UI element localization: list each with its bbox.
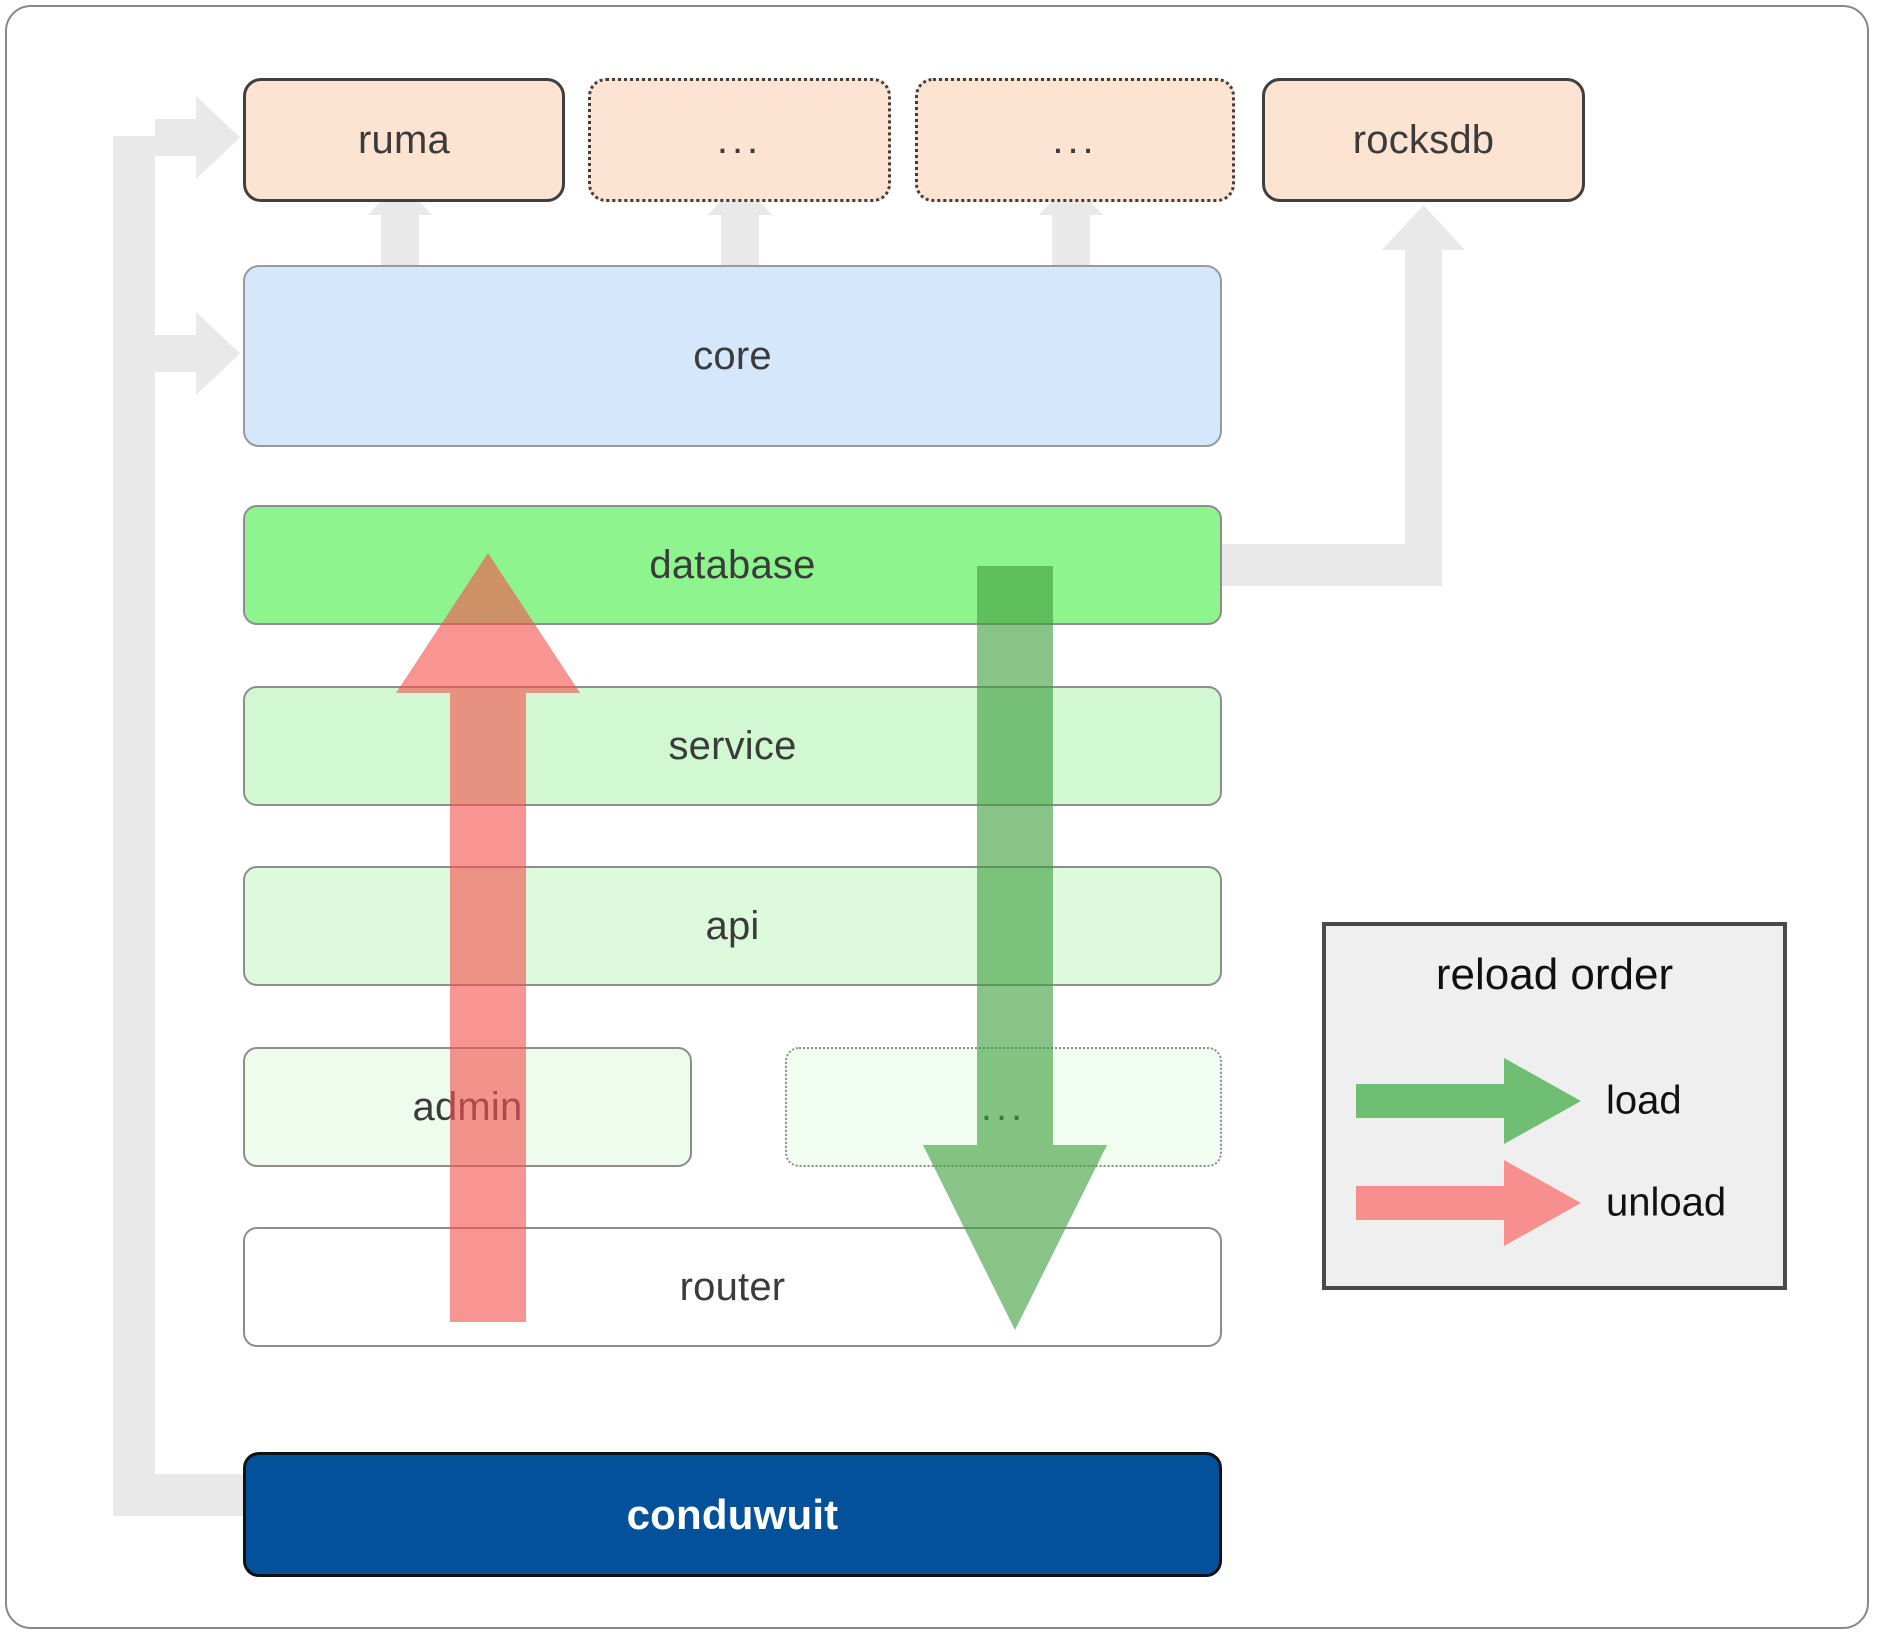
legend-label-unload: unload [1606,1180,1727,1225]
legend-unload-arrow-icon [1356,1160,1581,1246]
dependency-label-placeholder-1: ... [716,117,763,162]
layer-label-placeholder: ... [980,1084,1027,1129]
layer-box-admin[interactable]: admin [243,1047,692,1167]
layer-box-router[interactable]: router [243,1227,1222,1347]
legend-row-unload: unload [1326,1158,1783,1248]
layer-label-api: api [705,903,760,948]
layer-box-api[interactable]: api [243,866,1222,986]
legend-row-load: load [1326,1056,1783,1146]
dependency-label-ruma: ruma [358,117,450,162]
core-box[interactable]: core [243,265,1222,447]
legend-panel: reload order load unload [1322,922,1787,1290]
dependency-label-rocksdb: rocksdb [1352,117,1495,162]
layer-box-service[interactable]: service [243,686,1222,806]
dependency-box-placeholder-2[interactable]: ... [915,78,1235,202]
diagram-frame [5,5,1869,1629]
legend-label-load: load [1606,1078,1682,1123]
layer-label-admin: admin [412,1084,523,1129]
dependency-box-ruma[interactable]: ruma [243,78,565,202]
layer-label-service: service [668,723,797,768]
layer-box-database[interactable]: database [243,505,1222,625]
dependency-label-placeholder-2: ... [1052,117,1098,162]
core-label: core [693,333,772,378]
dependency-box-rocksdb[interactable]: rocksdb [1262,78,1585,202]
app-label-conduwuit: conduwuit [626,1490,839,1538]
layer-label-router: router [679,1264,786,1309]
dependency-box-placeholder-1[interactable]: ... [588,78,891,202]
legend-load-arrow-icon [1356,1058,1581,1144]
layer-box-placeholder[interactable]: ... [785,1047,1222,1167]
app-box-conduwuit[interactable]: conduwuit [243,1452,1222,1577]
layer-label-database: database [649,542,816,587]
legend-title: reload order [1435,950,1674,999]
